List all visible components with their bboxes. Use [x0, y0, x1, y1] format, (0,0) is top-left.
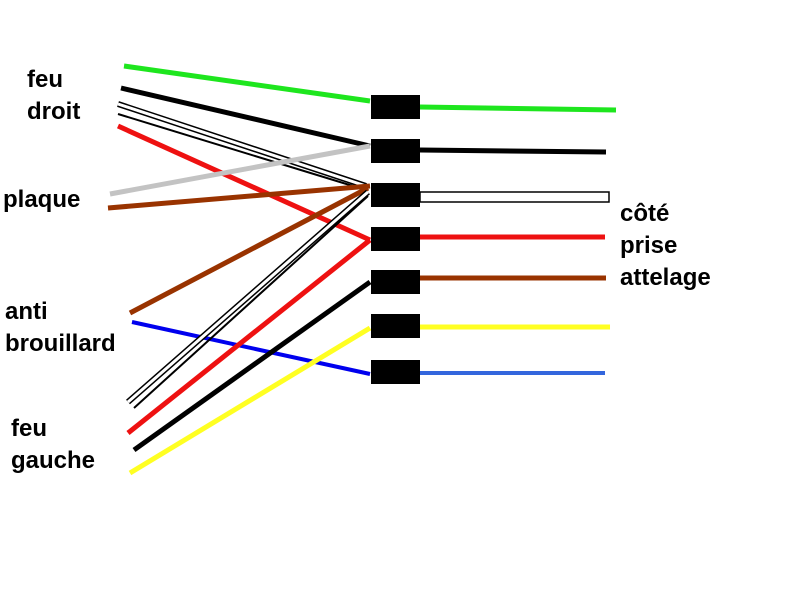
terminal-3: [371, 183, 420, 207]
wire-grey-left: [109, 143, 371, 197]
label-feu-gauche: feu gauche: [11, 413, 95, 477]
wire-white-left-inner-bottom: [127, 190, 369, 404]
wire-red-left-feu-gauche: [126, 238, 372, 435]
wire-black-right: [419, 147, 607, 155]
wire-white-left-outline-top2: [117, 113, 367, 191]
wire-blue-left: [131, 320, 371, 376]
wire-white-left-inner-top: [117, 102, 367, 188]
label-feu-droit: feu droit: [27, 64, 80, 128]
label-feu-droit-line-1: feu: [27, 66, 63, 93]
wire-brown-left-anti: [128, 185, 370, 316]
label-anti-brouillard: anti brouillard: [5, 296, 116, 360]
terminal-2: [371, 139, 420, 163]
wire-black-left-feu-gauche: [132, 279, 372, 453]
terminal-4: [371, 227, 420, 251]
label-anti-line-2: brouillard: [5, 330, 116, 357]
label-cote-prise-attelage: côté prise attelage: [620, 198, 711, 294]
label-cote-line-1: côté: [620, 200, 670, 227]
wire-green-right: [419, 104, 617, 113]
label-feu-droit-line-2: droit: [27, 98, 81, 125]
terminal-7: [371, 360, 420, 384]
wire-red-left-feu-droit: [116, 123, 372, 243]
label-anti-line-1: anti: [5, 298, 48, 325]
wire-brown-left-plaque: [107, 183, 371, 211]
terminal-5: [371, 270, 420, 294]
wire-white-right: [419, 191, 610, 203]
terminal-6: [371, 314, 420, 338]
wire-white-left-outline-bottom2: [133, 195, 369, 409]
terminal-1: [371, 95, 420, 119]
label-plaque-line-1: plaque: [3, 186, 81, 213]
label-feu-gauche-line-2: gauche: [11, 447, 96, 474]
label-feu-gauche-line-1: feu: [11, 415, 47, 442]
wire-green-left: [123, 63, 371, 104]
label-cote-line-2: prise: [620, 232, 678, 259]
wire-black-left-feu-droit: [120, 85, 371, 149]
wire-yellow-left: [128, 325, 372, 476]
label-plaque: plaque: [3, 184, 80, 216]
label-cote-line-3: attelage: [620, 264, 711, 291]
